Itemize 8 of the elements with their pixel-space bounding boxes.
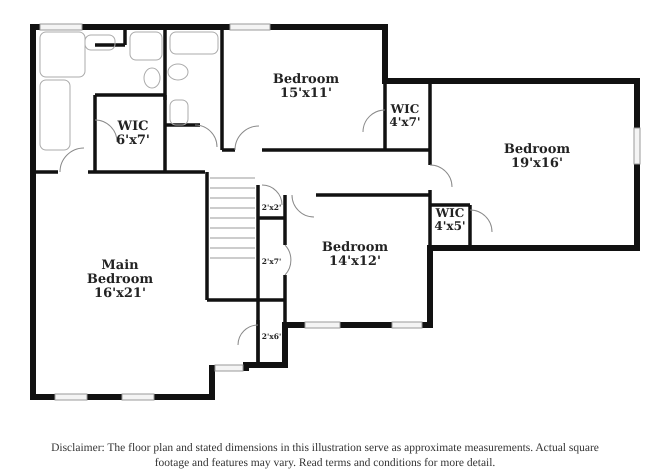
room-label: Bedroom 15'x11' bbox=[272, 72, 340, 102]
room-label: WIC 4'x5' bbox=[433, 207, 467, 234]
room-label: Bedroom 14'x12' bbox=[320, 240, 390, 270]
room-label: Main Bedroom 16'x21' bbox=[86, 258, 154, 302]
disclaimer-caption: Disclaimer: The floor plan and stated dimensions in this illustration serve as approximate measurements. Actual square footage and features may vary. Read terms and conditions for more detail. bbox=[50, 441, 600, 471]
room-label: WIC 4'x7' bbox=[388, 103, 422, 130]
room-label: WIC 6'x7' bbox=[115, 120, 151, 148]
room-label: Bedroom 19'x16' bbox=[502, 142, 572, 172]
